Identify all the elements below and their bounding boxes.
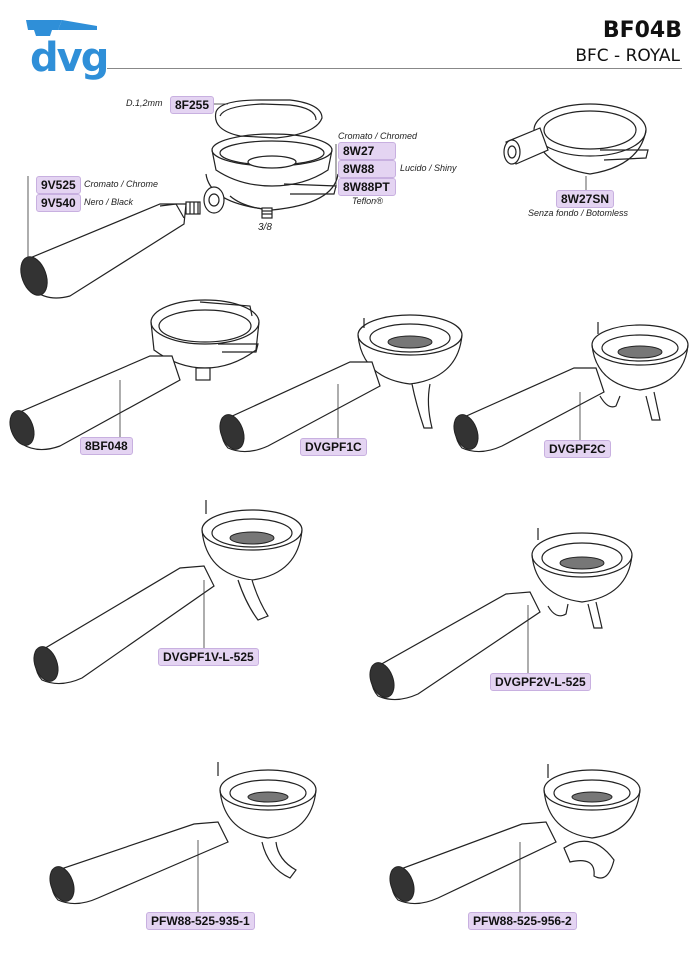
part-dvgpf1c: DVGPF1C: [300, 438, 367, 456]
part-9v540: 9V540: [36, 194, 81, 212]
note-8w27sn: Senza fondo / Botomless: [528, 208, 629, 218]
part-8w88pt: 8W88PT: [338, 178, 396, 196]
thread-size: 3/8: [258, 222, 272, 233]
note-8w88: Lucido / Shiny: [400, 163, 457, 173]
dvg-logo: [26, 20, 97, 36]
portafilter-pfw88-935: [49, 762, 317, 905]
header-divider: [107, 68, 682, 69]
portafilter-dvgpf1v: [33, 500, 303, 685]
portafilter-pfw88-956: [389, 764, 641, 905]
portafilter-dvgpf2c: [453, 322, 689, 453]
part-9v525: 9V525: [36, 176, 81, 194]
product-model: BFC - ROYAL: [575, 46, 680, 66]
brand-name: dvg: [30, 35, 109, 81]
note-9v525: Cromato / Chrome: [84, 179, 159, 189]
portafilter-8bf048: [9, 299, 260, 451]
product-code: BF04B: [602, 18, 682, 43]
portafilter-dvgpf1c: [219, 314, 463, 453]
part-pfw88-525-956-2: PFW88-525-956-2: [468, 912, 577, 930]
note-8w88pt: Teflon®: [352, 196, 383, 206]
bottomless-filter: [503, 103, 649, 175]
part-8w27: 8W27: [338, 142, 396, 160]
part-dvgpf2v-l-525: DVGPF2V-L-525: [490, 673, 591, 691]
note-8f255: D.1,2mm: [126, 98, 163, 108]
part-dvgpf2c: DVGPF2C: [544, 440, 611, 458]
note-8w27: Cromato / Chromed: [338, 131, 418, 141]
part-8bf048: 8BF048: [80, 437, 133, 455]
part-8f255: 8F255: [170, 96, 215, 114]
part-8w27sn: 8W27SN: [556, 190, 615, 208]
portafilter-dvgpf2v: [369, 528, 633, 701]
part-dvgpf1v-l-525: DVGPF1V-L-525: [158, 648, 259, 666]
part-pfw88-525-935-1: PFW88-525-935-1: [146, 912, 255, 930]
part-8w88: 8W88: [338, 160, 396, 178]
exploded-portafilter: [20, 99, 339, 299]
note-9v540: Nero / Black: [84, 197, 134, 207]
